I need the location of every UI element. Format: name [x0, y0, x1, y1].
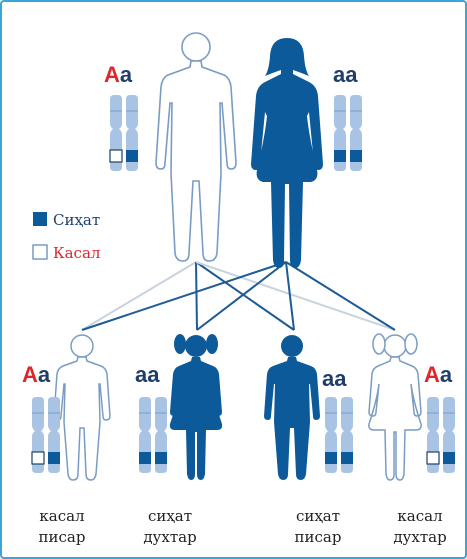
child-1-chromosomes — [32, 397, 60, 473]
child-2-chromosomes — [139, 397, 167, 473]
child-3: aa сиҳат писар — [264, 335, 353, 546]
child-2: aa сиҳат духтар — [135, 334, 222, 546]
legend-healthy-swatch — [33, 212, 47, 226]
child-1: Aa касал писар — [22, 335, 110, 546]
child-2-girl-icon — [170, 334, 222, 480]
inheritance-lines — [82, 262, 395, 330]
child-4-label-status: касал — [397, 507, 442, 525]
mother-genotype: aa — [333, 62, 358, 87]
child-4-label-sex: духтар — [393, 528, 446, 546]
child-1-genotype: Aa — [22, 362, 51, 387]
legend-sick-label: Касал — [53, 244, 100, 262]
line-mother-child-4 — [286, 262, 395, 330]
child-2-label-status: сиҳат — [148, 507, 192, 525]
child-1-label-status: касал — [39, 507, 84, 525]
child-1-label-sex: писар — [39, 528, 86, 546]
child-3-label-sex: писар — [295, 528, 342, 546]
parent-father: Aa — [104, 33, 236, 261]
father-chromosomes — [110, 95, 138, 171]
child-1-boy-icon — [54, 335, 110, 480]
line-mother-child-1 — [82, 262, 286, 330]
legend-healthy-label: Сиҳат — [53, 211, 100, 229]
child-3-chromosomes — [325, 397, 353, 473]
mother-figure-icon — [251, 38, 323, 268]
line-father-child-1 — [82, 262, 196, 330]
child-3-genotype: aa — [322, 366, 347, 391]
child-3-label-status: сиҳат — [296, 507, 340, 525]
child-4-girl-icon — [369, 334, 421, 480]
mother-chromosomes — [334, 95, 362, 171]
legend: Сиҳат Касал — [33, 211, 100, 262]
child-2-genotype: aa — [135, 362, 160, 387]
child-4-genotype: Aa — [424, 362, 453, 387]
child-3-boy-icon — [264, 335, 320, 480]
father-genotype: Aa — [104, 62, 133, 87]
father-figure-icon — [156, 33, 236, 261]
line-father-child-2 — [196, 262, 197, 330]
line-father-child-4 — [196, 262, 395, 330]
child-4: Aa касал духтар — [369, 334, 455, 546]
parent-mother: aa — [251, 38, 362, 268]
legend-sick-swatch — [33, 245, 47, 259]
child-2-label-sex: духтар — [143, 528, 196, 546]
child-4-chromosomes — [427, 397, 455, 473]
